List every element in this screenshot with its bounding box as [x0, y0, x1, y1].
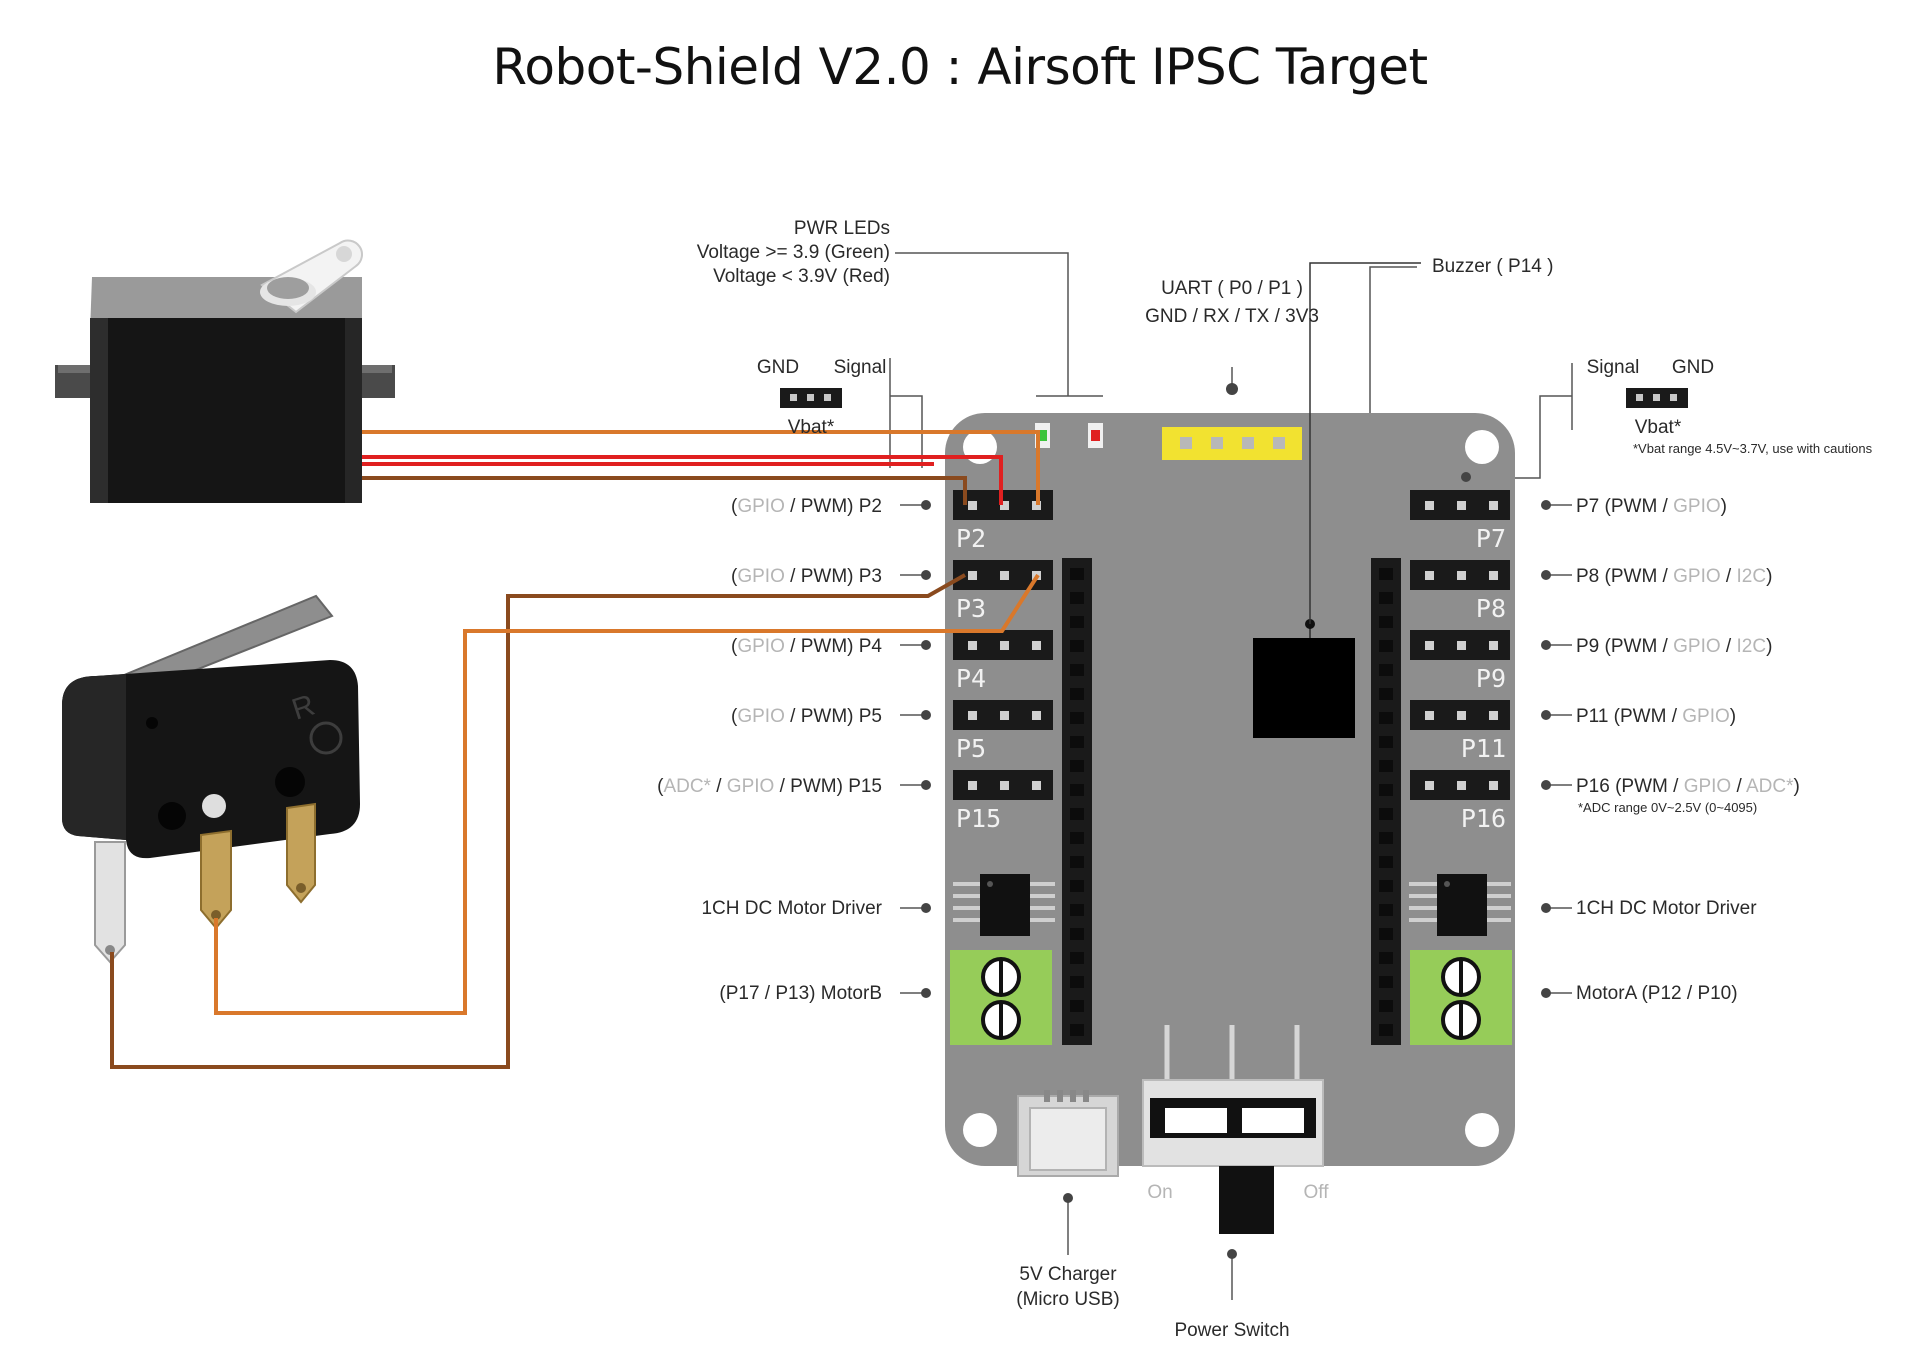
uart-title: UART ( P0 / P1 )	[1161, 278, 1303, 299]
uart-pins: GND / RX / TX / 3V3	[1145, 306, 1319, 327]
pin-dot-right	[1541, 640, 1551, 650]
servo-motor	[55, 239, 395, 503]
buzzer	[1253, 638, 1355, 738]
pin-label-right-P7: P7 (PWM / GPIO)	[1576, 496, 1727, 517]
pin-label-right-P16: P16 (PWM / GPIO / ADC*)	[1576, 776, 1800, 797]
pwr-leds-green-label: Voltage >= 3.9 (Green)	[697, 242, 890, 263]
silk-left-P3: P3	[956, 594, 986, 623]
header-left-P4	[953, 630, 1053, 660]
pin-label-left-P15: (ADC* / GPIO / PWM) P15	[657, 776, 882, 797]
micro-switch: R	[62, 594, 360, 964]
female-header-right	[1371, 558, 1401, 1045]
mount-hole-bottom-left	[963, 1113, 997, 1147]
mount-hole-top-right	[1465, 430, 1499, 464]
vbat-right-label: Vbat*	[1635, 417, 1682, 438]
pin-label-left-P5: (GPIO / PWM) P5	[731, 706, 882, 727]
silk-right-P9: P9	[1476, 664, 1506, 693]
motor-a-label: MotorA (P12 / P10)	[1576, 983, 1738, 1004]
micro-usb-port	[1017, 1090, 1119, 1177]
silk-left-P15: P15	[956, 804, 1001, 833]
buzzer-label: Buzzer ( P14 )	[1432, 256, 1553, 277]
switch-wire-brown	[110, 573, 966, 1069]
mount-hole-bottom-right	[1465, 1113, 1499, 1147]
motor-driver-left	[953, 874, 1055, 936]
pin-dot-left	[921, 570, 931, 580]
header-left-P5	[953, 700, 1053, 730]
header-right-P16	[1410, 770, 1510, 800]
bottom-labels: 1CH DC Motor Driver (P17 / P13) MotorB 1…	[701, 800, 1757, 1341]
right-headers	[1410, 490, 1510, 800]
silk-right-P8: P8	[1476, 594, 1506, 623]
silk-right-P16: P16	[1461, 804, 1506, 833]
silk-right-P11: P11	[1461, 734, 1506, 763]
servo-wire-orange	[362, 430, 1040, 505]
motor-driver-left-label: 1CH DC Motor Driver	[701, 898, 882, 919]
pin-dot-left	[921, 500, 931, 510]
switch-off-label: Off	[1304, 1182, 1330, 1203]
pin-dot-right	[1541, 780, 1551, 790]
pin-label-right-P11: P11 (PWM / GPIO)	[1576, 706, 1736, 727]
wires	[110, 430, 1040, 1069]
silk-left-P4: P4	[956, 664, 986, 693]
header-right-P11	[1410, 700, 1510, 730]
pwr-led-red	[1091, 430, 1100, 441]
motor-driver-right-label: 1CH DC Motor Driver	[1576, 898, 1757, 919]
pin-dot-left	[921, 640, 931, 650]
pin-dot-right	[1541, 500, 1551, 510]
pwr-leds-red-label: Voltage < 3.9V (Red)	[713, 266, 890, 287]
motor-b-label: (P17 / P13) MotorB	[719, 983, 882, 1004]
power-switch-slider	[1219, 1166, 1274, 1234]
pin-dot-right	[1541, 710, 1551, 720]
charger-label: 5V Charger	[1019, 1264, 1117, 1285]
header-left-P15	[953, 770, 1053, 800]
servo-wire-brown	[362, 476, 967, 505]
switch-on-label: On	[1147, 1182, 1172, 1203]
top-labels: PWR LEDs Voltage >= 3.9 (Green) Voltage …	[697, 218, 1873, 456]
vbat-right-gnd: GND	[1672, 357, 1714, 378]
pwr-leds-title: PWR LEDs	[794, 218, 890, 239]
power-switch-label: Power Switch	[1174, 1320, 1289, 1341]
female-header-left	[1062, 558, 1092, 1045]
header-right-P7	[1410, 490, 1510, 520]
silk-left-P2: P2	[956, 524, 986, 553]
motor-a-terminal	[1410, 950, 1512, 1045]
silk-left-P5: P5	[956, 734, 986, 763]
header-right-P8	[1410, 560, 1510, 590]
pin-dot-left	[921, 780, 931, 790]
pin-dot-left	[921, 710, 931, 720]
pwr-led-green	[1038, 430, 1047, 441]
pin-label-left-P3: (GPIO / PWM) P3	[731, 566, 882, 587]
header-right-P9	[1410, 630, 1510, 660]
leader-lines	[889, 252, 1573, 1300]
pin-label-right-P8: P8 (PWM / GPIO / I2C)	[1576, 566, 1772, 587]
vbat-right-note: *Vbat range 4.5V~3.7V, use with cautions	[1633, 441, 1873, 456]
adc-range-note: *ADC range 0V~2.5V (0~4095)	[1578, 800, 1757, 815]
pin-dot-right	[1541, 570, 1551, 580]
motor-b-terminal	[950, 950, 1052, 1045]
vbat-left-gnd: GND	[757, 357, 799, 378]
vbat-left-signal: Signal	[834, 357, 887, 378]
pin-label-right-P9: P9 (PWM / GPIO / I2C)	[1576, 636, 1772, 657]
pin-label-left-P2: (GPIO / PWM) P2	[731, 496, 882, 517]
power-switch	[1142, 1025, 1324, 1234]
diagram-title: Robot-Shield V2.0 : Airsoft IPSC Target	[492, 38, 1428, 96]
charger-sublabel: (Micro USB)	[1016, 1289, 1119, 1310]
switch-wire-orange	[214, 573, 1040, 1015]
vbat-left-label: Vbat*	[788, 417, 835, 438]
pin-label-left-P4: (GPIO / PWM) P4	[731, 636, 882, 657]
vbat-right-signal: Signal	[1587, 357, 1640, 378]
pin-leaders	[900, 383, 1572, 1259]
motor-driver-right	[1409, 874, 1511, 936]
silk-right-P7: P7	[1476, 524, 1506, 553]
servo-wire-red	[362, 455, 1003, 505]
